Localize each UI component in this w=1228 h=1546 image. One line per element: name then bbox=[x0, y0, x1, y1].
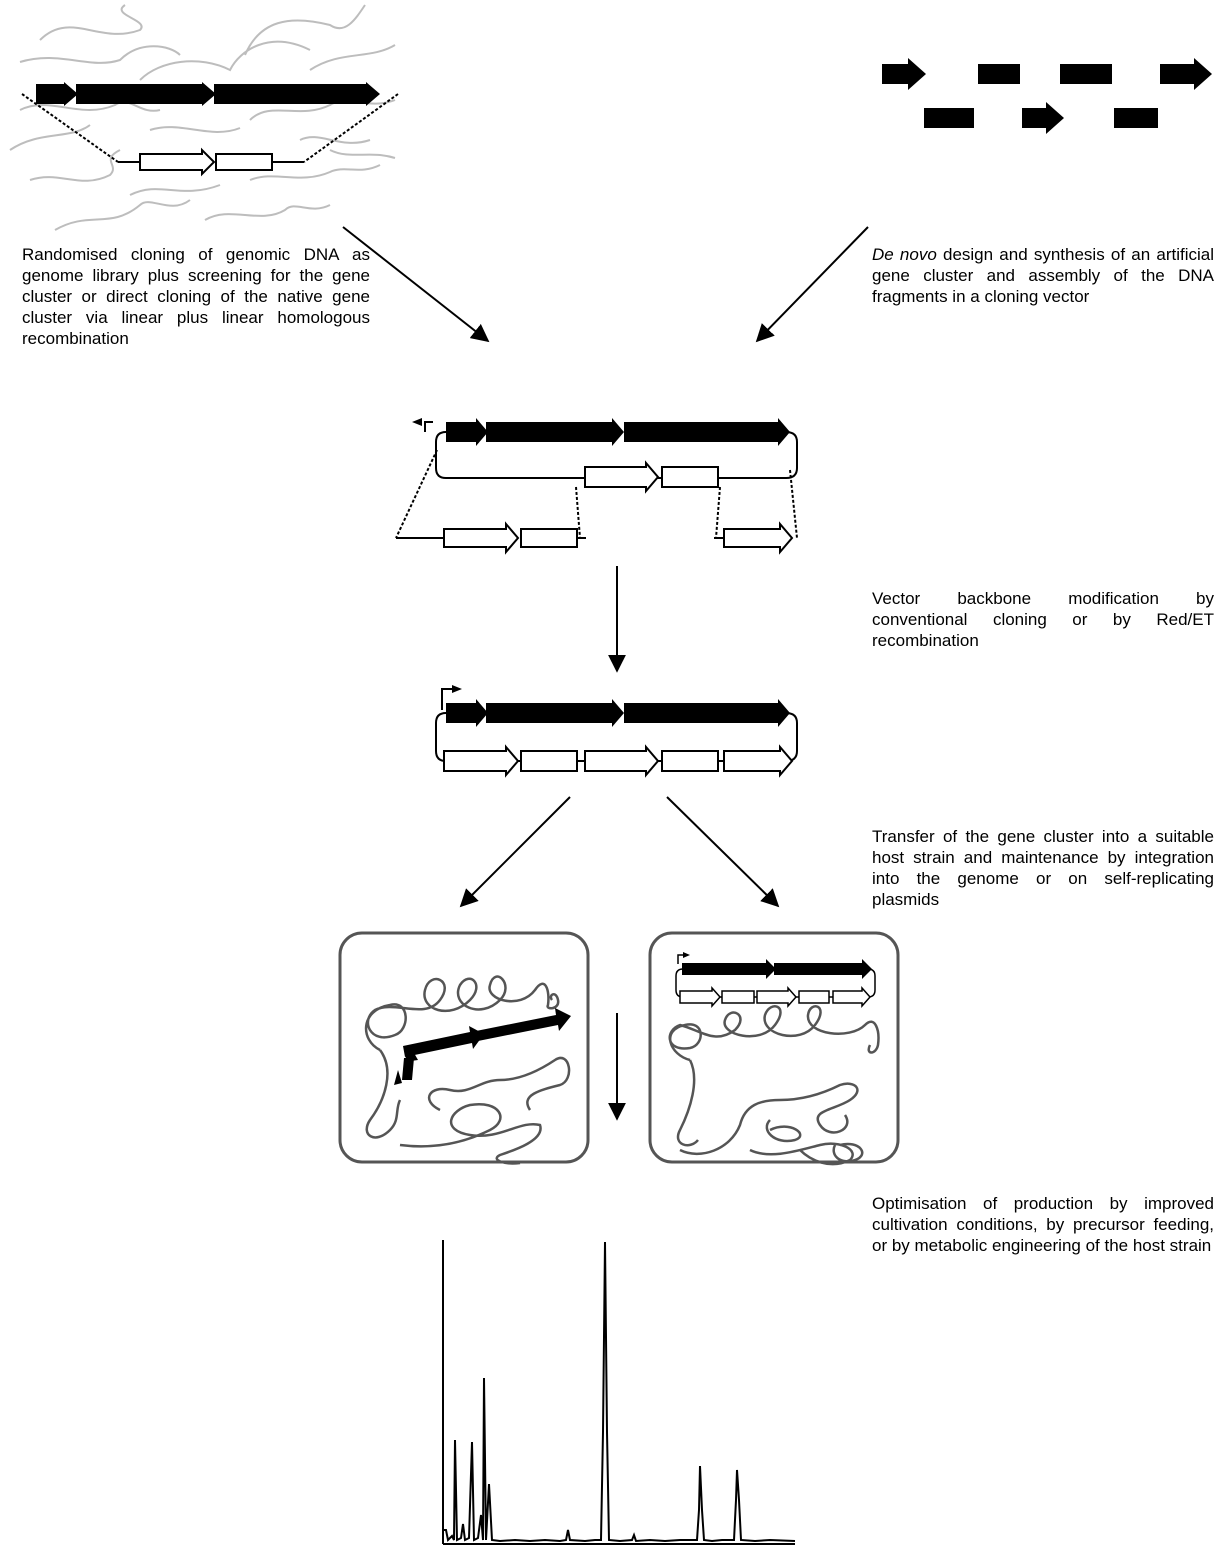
synthetic-dna-fragments bbox=[882, 58, 1212, 134]
modification-homology-lines bbox=[395, 449, 798, 539]
optimisation-text: Optimisation of production by improved c… bbox=[872, 1194, 1214, 1255]
flow-arrows bbox=[342, 226, 869, 1121]
integrated-gene-cluster bbox=[394, 1008, 571, 1085]
capture-vector-linear bbox=[118, 147, 304, 177]
de-novo-text: De novo design and synthesis of an artif… bbox=[872, 244, 1214, 307]
genomic-gene-cluster bbox=[36, 82, 380, 106]
vector-modification-text: Vector backbone modification by conventi… bbox=[872, 589, 1214, 650]
arrow-to-plasmid-host bbox=[666, 796, 780, 908]
de-novo-rest: design and synthesis of an artificial ge… bbox=[872, 245, 1214, 306]
arrow-genomic-to-vector bbox=[342, 226, 490, 343]
transfer-text: Transfer of the gene cluster into a suit… bbox=[872, 827, 1214, 909]
captured-cluster-vector bbox=[412, 418, 798, 494]
host-genome-plasmid bbox=[668, 1005, 880, 1166]
genomic-cloning-text: Randomised cloning of genomic DNA as gen… bbox=[22, 245, 370, 348]
chromatogram bbox=[442, 1240, 796, 1545]
integration-host-box bbox=[338, 931, 590, 1164]
genomic-homology-lines bbox=[21, 93, 399, 163]
de-novo-italic: De novo bbox=[872, 245, 937, 264]
modification-cassettes bbox=[396, 521, 794, 555]
genomic-dna-strands bbox=[9, 4, 396, 231]
arrow-to-integration-host bbox=[459, 796, 571, 908]
host-genome-integrated bbox=[364, 975, 571, 1165]
expression-vector bbox=[435, 685, 798, 778]
plasmid-in-host bbox=[675, 952, 876, 1008]
arrow-denovo-to-vector bbox=[755, 226, 869, 343]
